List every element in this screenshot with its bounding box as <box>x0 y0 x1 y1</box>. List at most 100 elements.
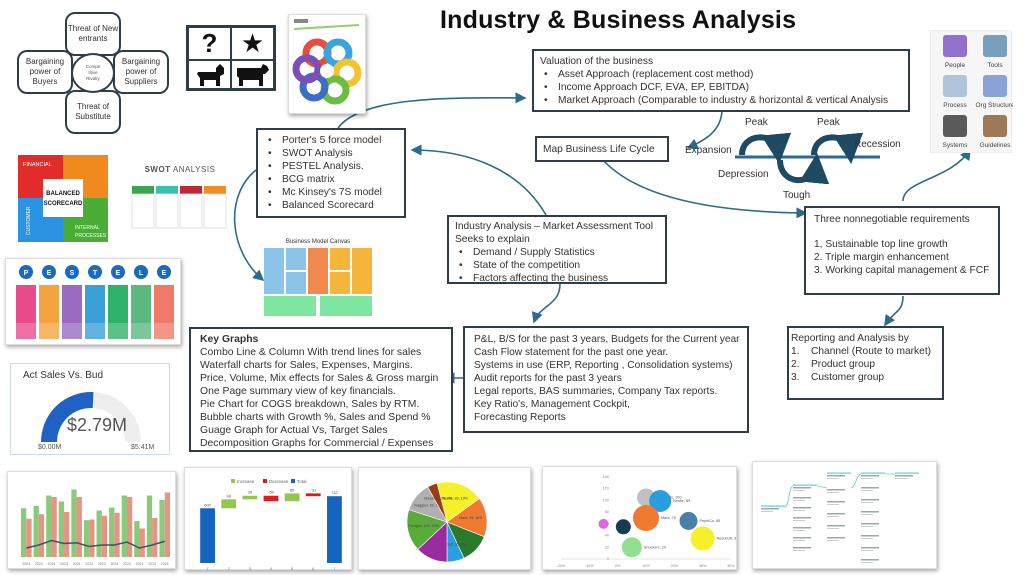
bubble-point <box>690 526 715 551</box>
requirements-item: 2. Triple margin enhancement <box>814 252 949 263</box>
pestel-letter-circle <box>134 265 148 279</box>
decomp-node-label <box>861 475 879 477</box>
bubble-y-tick: 20 <box>605 545 609 549</box>
financials-item: Forecasting Reports <box>474 412 566 423</box>
pestel-icon-block <box>108 323 128 339</box>
industry-item: State of the competition <box>455 259 659 272</box>
bubble-x-tick: 0% <box>615 564 621 568</box>
decomp-node-value <box>827 516 839 517</box>
bubble-y-tick: 40 <box>605 534 609 538</box>
arrow-valuation-to-lifecycle <box>686 111 723 149</box>
reporting-item-num: 1. <box>791 346 800 357</box>
arrow-requirements-to-7s <box>902 148 971 202</box>
reporting-item-label: Channel (Route to market) <box>811 346 932 357</box>
waterfall-bar <box>284 493 300 502</box>
bubble-point <box>615 519 631 535</box>
decomp-node-value <box>861 514 873 515</box>
combo-x-tick: 2024 <box>110 562 118 566</box>
pestel-icon-block <box>62 323 82 339</box>
combo-bar-budget <box>89 519 95 557</box>
decomp-node-value <box>793 530 805 531</box>
gauge-value: $2.79M <box>67 415 128 435</box>
decomp-node-value <box>827 540 839 541</box>
seven-s-label: Org Structure <box>975 102 1013 109</box>
bubble-chart: -20%-10%0%10%20%30%40%020406080100120140… <box>557 475 737 568</box>
bcg-star-icon: ★ <box>231 27 274 60</box>
requirements-box: Three nonnegotiable requirements 1, Sust… <box>804 206 1000 295</box>
pestel-letter: T <box>93 270 98 277</box>
decomp-node-label <box>793 487 811 489</box>
combo-x-tick: 2024 <box>35 562 43 566</box>
porter-five-forces-diagram: Threat of New entrants Bargaining power … <box>15 10 170 135</box>
combo-x-tick: 2024 <box>123 562 131 566</box>
decomp-node-value <box>827 478 839 479</box>
pestel-column <box>131 285 151 323</box>
reporting-item-num: 3. <box>791 372 800 383</box>
decomp-node-label <box>827 501 845 503</box>
bsc-processes-label: PROCESSES <box>75 233 107 239</box>
pestel-column <box>39 285 59 323</box>
bubble-label: Mars, 75 <box>661 516 676 520</box>
financials-item: Audit reports for the past 3 years <box>474 373 622 384</box>
decomp-node-label <box>827 525 845 527</box>
pie-slice-label: Ferrigari, 100, 22% <box>408 524 439 528</box>
swot-analysis-image: SWOT ANALYSIS <box>128 162 233 234</box>
life-cycle-box: Map Business Life Cycle <box>535 136 669 162</box>
key-graphs-item: Price, Volume, Mix effects for Sales & G… <box>200 373 439 384</box>
bubble-point <box>649 490 672 513</box>
gauge-title: Act Sales Vs. Bud <box>23 370 104 381</box>
bubble-point <box>679 511 698 530</box>
key-graphs-item: Guage Graph for Actual Vs, Target Sales <box>200 425 388 436</box>
reporting-item: 3.Customer group <box>791 371 940 384</box>
porter-substitute: Threat of Substitute <box>65 90 121 134</box>
bubble-x-tick: 20% <box>671 564 679 568</box>
pestel-column <box>108 285 128 323</box>
pie-slice <box>436 481 480 523</box>
bubble-x-tick: -20% <box>557 564 566 568</box>
decomp-node-label <box>861 487 879 489</box>
waterfall-data-label: 39 <box>248 490 253 495</box>
combo-trend-line <box>26 539 165 549</box>
decomp-node-label <box>895 475 913 477</box>
combo-x-tick: 2024 <box>98 562 106 566</box>
key-graphs-item: Decomposition Graphs for Commercial / Ex… <box>200 438 434 449</box>
combo-bar-actual <box>96 510 102 557</box>
pestel-letter: L <box>139 270 144 277</box>
pestel-letter-circle <box>157 265 171 279</box>
decomp-node-value <box>827 528 839 529</box>
decomp-node-label <box>861 523 879 525</box>
waterfall-legend-swatch <box>263 479 267 483</box>
models-item: Balanced Scorecard <box>264 199 398 212</box>
decomp-node-label <box>827 489 845 491</box>
decomp-node-label <box>793 507 811 509</box>
pie-slice-label: Nestle, 89, 19% <box>442 496 468 500</box>
bubble-label: Snuckers, 20 <box>644 545 666 549</box>
decomp-node-label <box>861 499 879 501</box>
combo-x-tick: 2024 <box>161 562 169 566</box>
waterfall-bar <box>221 499 237 509</box>
pestel-letter-circle <box>19 265 33 279</box>
waterfall-data-label: 600 <box>204 502 211 507</box>
pestel-letter: P <box>24 270 29 277</box>
gauge-min-label: $0.00M <box>38 444 62 451</box>
porter-new-entrants-label: Threat of New entrants <box>67 24 119 43</box>
pestel-column <box>154 285 174 323</box>
waterfall-data-label: 85 <box>290 487 295 492</box>
bubble-label: PepsiCo, 65 <box>700 519 721 523</box>
pie-slice <box>406 509 448 550</box>
decomp-highlight-bar <box>895 472 919 474</box>
arrow-industry-to-models <box>410 144 547 216</box>
waterfall-x-tick: 5 <box>291 566 294 571</box>
reporting-heading: Reporting and Analysis by <box>791 333 909 344</box>
industry-subheading: Seeks to explain <box>455 234 530 245</box>
reporting-item: 2.Product group <box>791 358 940 371</box>
decomp-node-label <box>827 537 845 539</box>
seven-s-icon <box>983 115 1007 137</box>
cycle-arrow-trough <box>777 153 830 185</box>
arrow-models-to-bmc <box>233 169 265 282</box>
pie-chart: Nestle, 89, 19%Mars, 75, 16%Nesubuft, 35… <box>406 481 488 563</box>
waterfall-bar <box>305 493 321 497</box>
